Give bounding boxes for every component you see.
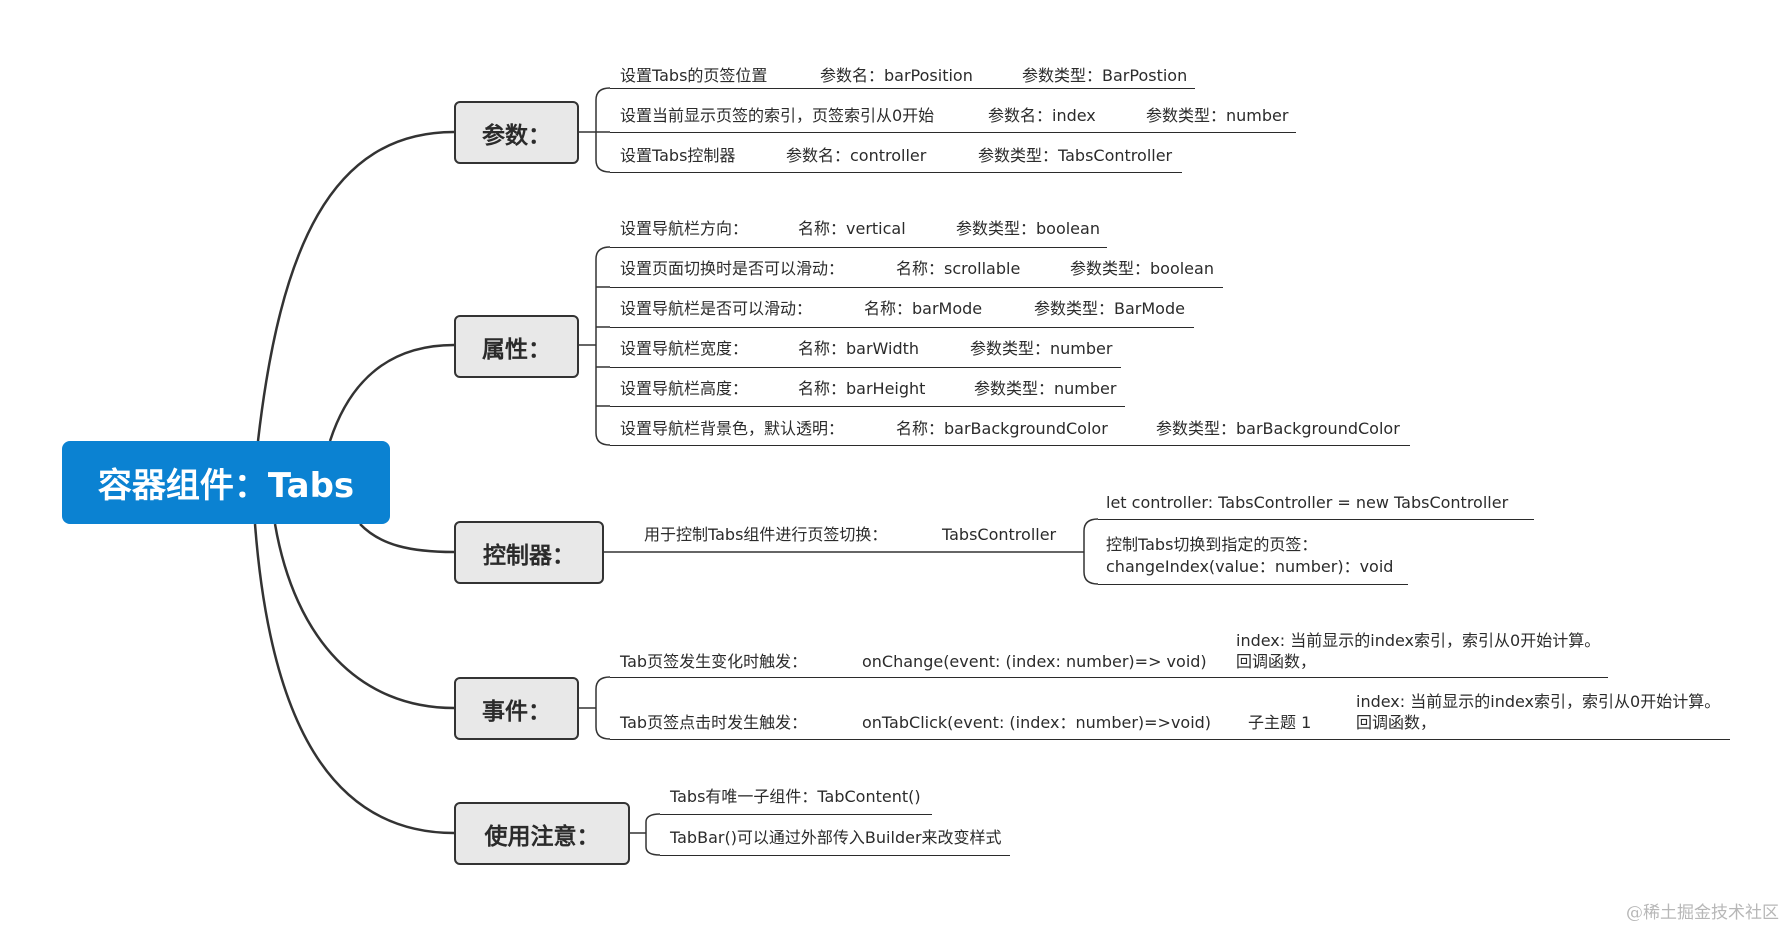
event-note: index: 当前显示的index索引，索引从0开始计算。 — [1236, 631, 1601, 650]
attr-name: 名称：barWidth — [798, 339, 920, 358]
underline — [660, 855, 1010, 856]
attr-name: 名称：barHeight — [798, 379, 926, 398]
controller-sub-method: changeIndex(value：number)：void — [1106, 557, 1394, 576]
link-root-notes — [253, 523, 455, 835]
attr-name: 名称：vertical — [798, 219, 906, 238]
branch-events: 事件： — [454, 677, 579, 740]
underline — [610, 287, 1223, 288]
param-type: 参数类型：BarPostion — [1022, 66, 1188, 85]
param-desc: 设置Tabs的页签位置 — [620, 66, 768, 85]
underline — [610, 88, 1195, 89]
note-item: TabBar()可以通过外部传入Builder来改变样式 — [670, 828, 1002, 847]
controller-desc: 用于控制Tabs组件进行页签切换： — [644, 525, 888, 544]
link-root-params — [256, 130, 455, 442]
event-signature: onChange(event: (index: number)=> void) — [862, 652, 1207, 671]
attr-desc: 设置页面切换时是否可以滑动： — [620, 259, 845, 278]
root-topic: 容器组件：Tabs — [62, 441, 390, 524]
attr-name: 名称：barMode — [864, 299, 983, 318]
underline — [610, 247, 1107, 248]
controller-sub-desc: 控制Tabs切换到指定的页签： — [1106, 535, 1318, 554]
underline — [610, 445, 1410, 446]
branch-controller: 控制器： — [454, 521, 604, 584]
controller-sub-init: let controller: TabsController = new Tab… — [1106, 493, 1509, 512]
attr-type: 参数类型：boolean — [1070, 259, 1214, 278]
watermark: @稀土掘金技术社区 — [1626, 903, 1779, 923]
attr-type: 参数类型：number — [974, 379, 1117, 398]
link-root-events — [273, 523, 455, 710]
controller-name: TabsController — [942, 525, 1057, 544]
attr-name: 名称：scrollable — [896, 259, 1021, 278]
underline — [610, 367, 1121, 368]
underline — [610, 677, 1608, 678]
param-name: 参数名：index — [988, 106, 1096, 125]
attr-desc: 设置导航栏背景色，默认透明： — [620, 419, 845, 438]
param-name: 参数名：controller — [786, 146, 927, 165]
branch-attrs: 属性： — [454, 315, 579, 378]
attr-name: 名称：barBackgroundColor — [896, 419, 1108, 438]
attr-desc: 设置导航栏宽度： — [620, 339, 749, 358]
event-signature: onTabClick(event: (index：number)=>void) — [862, 713, 1212, 732]
underline — [1098, 519, 1534, 520]
underline — [610, 739, 1730, 740]
attr-desc: 设置导航栏高度： — [620, 379, 749, 398]
underline — [610, 172, 1182, 173]
underline — [610, 132, 1296, 133]
param-type: 参数类型：TabsController — [978, 146, 1173, 165]
event-desc: Tab页签点击时发生触发： — [620, 713, 808, 732]
note-item: Tabs有唯一子组件：TabContent() — [670, 787, 921, 806]
attr-type: 参数类型：number — [970, 339, 1113, 358]
event-subtopic: 子主题 1 — [1248, 713, 1312, 732]
attr-type: 参数类型：barBackgroundColor — [1156, 419, 1400, 438]
event-desc: Tab页签发生变化时触发： — [620, 652, 808, 671]
underline — [660, 814, 932, 815]
param-desc: 设置Tabs控制器 — [620, 146, 736, 165]
branch-params: 参数： — [454, 101, 579, 164]
underline — [1098, 584, 1408, 585]
branch-notes: 使用注意： — [454, 802, 630, 865]
param-name: 参数名：barPosition — [820, 66, 973, 85]
param-desc: 设置当前显示页签的索引，页签索引从0开始 — [620, 106, 935, 125]
event-note: index: 当前显示的index索引，索引从0开始计算。 — [1356, 692, 1721, 711]
link-root-attrs — [328, 343, 455, 442]
param-type: 参数类型：number — [1146, 106, 1289, 125]
event-note: 回调函数， — [1356, 713, 1437, 732]
underline — [610, 327, 1194, 328]
attr-desc: 设置导航栏方向： — [620, 219, 749, 238]
event-note: 回调函数， — [1236, 652, 1317, 671]
link-root-controller — [359, 523, 455, 554]
attr-type: 参数类型：boolean — [956, 219, 1100, 238]
attr-type: 参数类型：BarMode — [1034, 299, 1185, 318]
attr-desc: 设置导航栏是否可以滑动： — [620, 299, 813, 318]
underline — [610, 406, 1125, 407]
